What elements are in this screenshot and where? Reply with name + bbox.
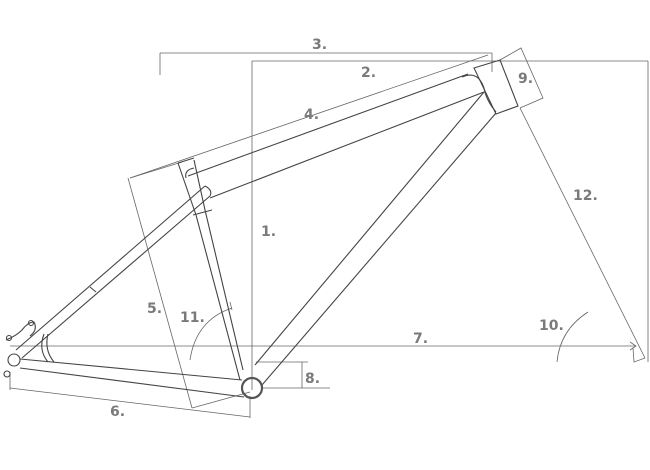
dimension-12-line xyxy=(519,107,646,359)
brake-mount xyxy=(5,321,36,341)
dimension-5-seat-tube-line xyxy=(127,177,193,409)
dimension-labels: 1. 2. 3. 4. 5. 6. 7. 8. 9. 10. 11. 12. xyxy=(110,37,598,420)
dimension-4-top-tube-line xyxy=(129,54,489,179)
bottom-bracket xyxy=(240,376,264,400)
seat-clamp xyxy=(185,167,195,179)
chainstay-lower-edge xyxy=(19,367,245,398)
label-7: 7. xyxy=(413,331,428,347)
chainstay-bridge xyxy=(41,333,55,363)
label-11: 11. xyxy=(180,310,205,326)
label-2: 2. xyxy=(361,65,376,81)
angle-10-arc xyxy=(556,311,589,363)
angle-11-arc xyxy=(189,307,233,361)
dimension-4-left-tick xyxy=(129,161,183,179)
chainstay-upper-edge xyxy=(19,358,243,381)
angle-11-tick xyxy=(229,301,233,311)
label-4: 4. xyxy=(304,107,319,123)
seat-stay-band xyxy=(89,286,97,293)
label-6: 6. xyxy=(110,404,125,420)
seat-tube-band xyxy=(192,209,213,216)
label-12: 12. xyxy=(573,188,598,204)
seat-stay-cap xyxy=(204,185,212,197)
top-tube-upper-edge xyxy=(187,73,469,177)
head-tube xyxy=(473,59,519,115)
dimension-12-end xyxy=(632,347,646,363)
seat-stay-upper-edge xyxy=(15,185,206,351)
seat-tube-rear xyxy=(177,162,241,381)
dimension-6-chainstay-line xyxy=(9,387,251,418)
down-tube-lower-edge xyxy=(261,112,497,386)
label-9: 9. xyxy=(518,71,533,87)
label-1: 1. xyxy=(261,224,276,240)
dimension-7-front-center-arrow xyxy=(629,341,637,351)
label-8: 8. xyxy=(305,371,320,387)
label-3: 3. xyxy=(312,37,327,53)
seat-tube-front xyxy=(193,159,244,371)
head-tube-junction xyxy=(461,74,497,113)
seat-tube-top xyxy=(177,157,195,164)
top-tube-lower-edge xyxy=(209,91,485,199)
dimension-9-head-tube-box xyxy=(499,47,544,109)
label-5: 5. xyxy=(147,301,162,317)
dimension-5-bottom-tick xyxy=(191,391,251,409)
label-10: 10. xyxy=(539,318,564,334)
bike-frame xyxy=(3,59,519,400)
dimension-lines xyxy=(9,47,649,418)
brake-mount-hole-2 xyxy=(27,319,35,327)
derailleur-hanger-hole xyxy=(3,370,11,378)
rear-dropout xyxy=(7,353,21,367)
down-tube-upper-edge xyxy=(254,91,485,366)
seat-stay-lower-edge xyxy=(21,195,211,359)
